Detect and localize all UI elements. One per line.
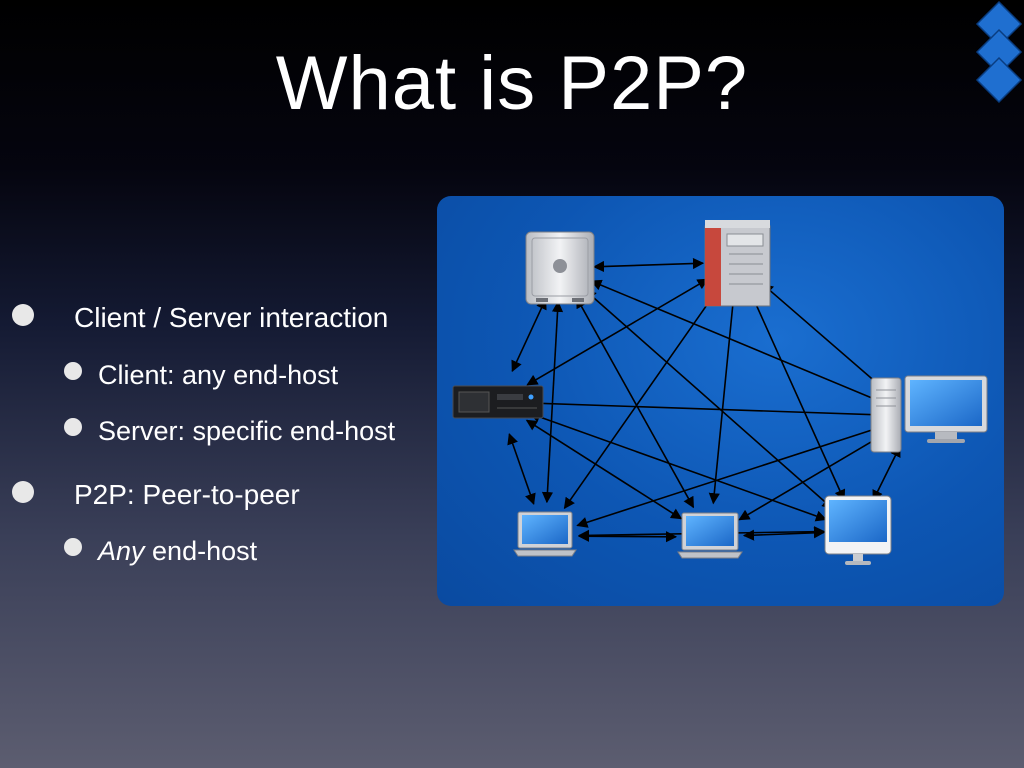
p2p-network-diagram bbox=[437, 196, 1004, 606]
bullet-text: P2P: Peer-to-peer bbox=[74, 479, 300, 510]
edge-n2-n4 bbox=[507, 433, 536, 505]
bullet-dot bbox=[64, 538, 82, 556]
rack-server-icon bbox=[452, 385, 544, 419]
bullet-text: Client / Server interaction bbox=[74, 302, 389, 333]
laptop-icon bbox=[677, 512, 743, 559]
edge-n1-n5 bbox=[708, 294, 739, 505]
mac-pro-tower-icon bbox=[525, 231, 595, 305]
bullet-server: Server: specific end-host bbox=[64, 416, 396, 447]
bullet-text: Server: specific end-host bbox=[98, 416, 396, 446]
bullet-p2p: P2P: Peer-to-peer bbox=[12, 479, 300, 511]
slide-title: What is P2P? bbox=[275, 41, 749, 126]
edge-n2-n5 bbox=[525, 419, 683, 520]
network-edges bbox=[507, 257, 901, 543]
edge-n0-n5 bbox=[575, 296, 695, 509]
edge-n0-n6 bbox=[584, 289, 834, 510]
edge-n2-n3 bbox=[530, 397, 883, 421]
edge-n0-n4 bbox=[541, 300, 564, 504]
bullet-text: end-host bbox=[144, 536, 258, 566]
server-cabinet-icon bbox=[704, 220, 771, 307]
tower-with-display-icon bbox=[870, 375, 988, 453]
diamond-stack-icon bbox=[975, 0, 1023, 104]
edge-n1-n3 bbox=[761, 283, 891, 395]
edge-n0-n2 bbox=[511, 297, 547, 373]
bullet-client-server: Client / Server interaction bbox=[12, 302, 389, 334]
imac-icon bbox=[824, 495, 892, 565]
bullet-dot bbox=[12, 304, 34, 326]
edge-n2-n6 bbox=[528, 411, 828, 522]
bullet-dot bbox=[12, 481, 34, 503]
edge-n0-n1 bbox=[592, 257, 705, 273]
bullet-client: Client: any end-host bbox=[64, 360, 339, 391]
edge-n4-n5 bbox=[577, 530, 678, 543]
edge-n1-n4 bbox=[563, 288, 719, 510]
edge-n5-n6 bbox=[742, 527, 826, 541]
bullet-emphasis: Any bbox=[98, 536, 145, 566]
bullet-any-end-host: Any end-host bbox=[64, 536, 258, 567]
edge-n3-n5 bbox=[738, 432, 887, 521]
network-canvas bbox=[452, 220, 988, 565]
laptop-icon bbox=[513, 511, 577, 557]
edge-n1-n6 bbox=[749, 291, 846, 502]
bullet-dot bbox=[64, 418, 82, 436]
edge-n3-n6 bbox=[872, 445, 901, 502]
bullet-text: Client: any end-host bbox=[98, 360, 339, 390]
bullet-dot bbox=[64, 362, 82, 380]
